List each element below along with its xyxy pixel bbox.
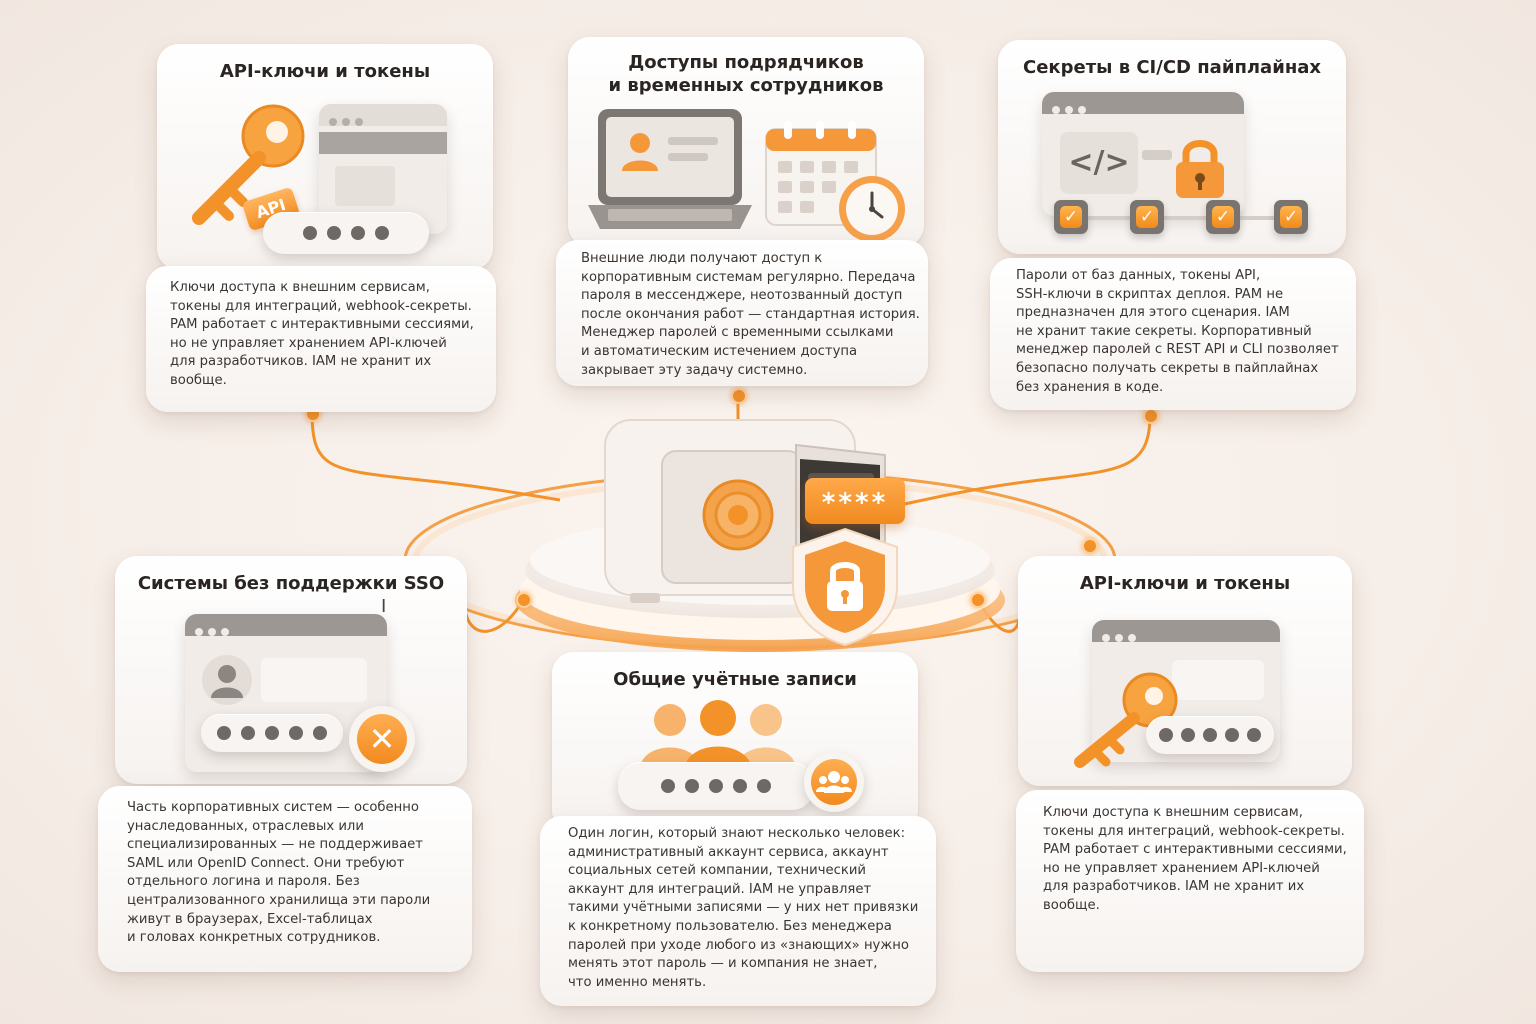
wire-api-left bbox=[310, 411, 561, 502]
card-description: Ключи доступа к внешним сервисам, токены… bbox=[170, 280, 474, 388]
card-title: API-ключи и токены bbox=[1079, 573, 1291, 594]
key-icon bbox=[192, 104, 305, 225]
code-icon: </> bbox=[1060, 132, 1138, 194]
password-field-icon bbox=[201, 714, 343, 752]
users-group-icon bbox=[804, 752, 864, 812]
card-contractors: Доступы подрядчиков и временных сотрудни… bbox=[568, 37, 924, 247]
wire-cicd bbox=[899, 414, 1152, 507]
connector-node bbox=[970, 592, 986, 608]
check-icon: ✓ bbox=[1054, 200, 1088, 234]
card-api-keys-left: API-ключи и токены API bbox=[157, 44, 493, 270]
pipeline-line bbox=[1068, 216, 1298, 220]
text-cursor-icon: I bbox=[381, 596, 387, 617]
card-title: Секреты в CI/CD пайплайнах bbox=[1022, 57, 1322, 78]
password-badge: **** bbox=[805, 478, 905, 524]
card-api-keys-left-desc: Ключи доступа к внешним сервисам, токены… bbox=[146, 266, 496, 412]
card-contractors-desc: Внешние люди получают доступ к корпорати… bbox=[556, 240, 928, 386]
card-api-keys-right-desc: Ключи доступа к внешним сервисам, токены… bbox=[1016, 790, 1364, 972]
card-title: Общие учётные записи bbox=[613, 669, 857, 690]
clock-icon bbox=[839, 176, 905, 242]
card-title: API-ключи и токены bbox=[219, 61, 431, 82]
card-title: Системы без поддержки SSO bbox=[137, 573, 445, 594]
lock-icon bbox=[1176, 140, 1224, 198]
card-title: Доступы подрядчиков и временных сотрудни… bbox=[608, 52, 884, 96]
connector-node bbox=[1082, 538, 1098, 554]
card-cicd-secrets-desc: Пароли от баз данных, токены API, SSH-кл… bbox=[990, 258, 1356, 410]
password-field-icon bbox=[1146, 716, 1274, 754]
connector-node bbox=[731, 388, 747, 404]
key-icon bbox=[1074, 672, 1178, 768]
check-icon: ✓ bbox=[1130, 200, 1164, 234]
password-mask-text: **** bbox=[821, 488, 889, 518]
center-safe-group: **** bbox=[600, 415, 920, 655]
card-description: Пароли от баз данных, токены API, SSH-кл… bbox=[1016, 268, 1339, 395]
card-description: Внешние люди получают доступ к корпорати… bbox=[581, 251, 920, 378]
card-shared-accounts: Общие учётные записи bbox=[552, 652, 918, 832]
connector-node bbox=[1143, 408, 1159, 424]
connector-node bbox=[516, 592, 532, 608]
wire-sso bbox=[463, 599, 525, 633]
user-icon bbox=[202, 655, 252, 705]
browser-window-icon bbox=[1092, 620, 1280, 762]
password-field-icon bbox=[618, 762, 814, 810]
card-description: Ключи доступа к внешним сервисам, токены… bbox=[1043, 805, 1347, 913]
laptop-icon bbox=[588, 109, 752, 229]
check-icon: ✓ bbox=[1274, 200, 1308, 234]
card-no-sso-desc: Часть корпоративных систем — особенно ун… bbox=[98, 786, 472, 972]
shield-lock-icon bbox=[792, 527, 898, 647]
card-description: Один логин, который знают несколько чело… bbox=[568, 826, 919, 990]
card-description: Часть корпоративных систем — особенно ун… bbox=[127, 800, 431, 946]
check-icon: ✓ bbox=[1206, 200, 1240, 234]
card-api-keys-right: API-ключи и токены bbox=[1018, 556, 1352, 786]
password-field-icon bbox=[263, 212, 429, 254]
card-shared-accounts-desc: Один логин, который знают несколько чело… bbox=[540, 816, 936, 1006]
card-no-sso: Системы без поддержки SSO I ✕ bbox=[115, 556, 467, 784]
card-cicd-secrets: Секреты в CI/CD пайплайнах </> ✓ ✓ ✓ ✓ bbox=[998, 40, 1346, 254]
close-icon: ✕ bbox=[349, 706, 415, 772]
